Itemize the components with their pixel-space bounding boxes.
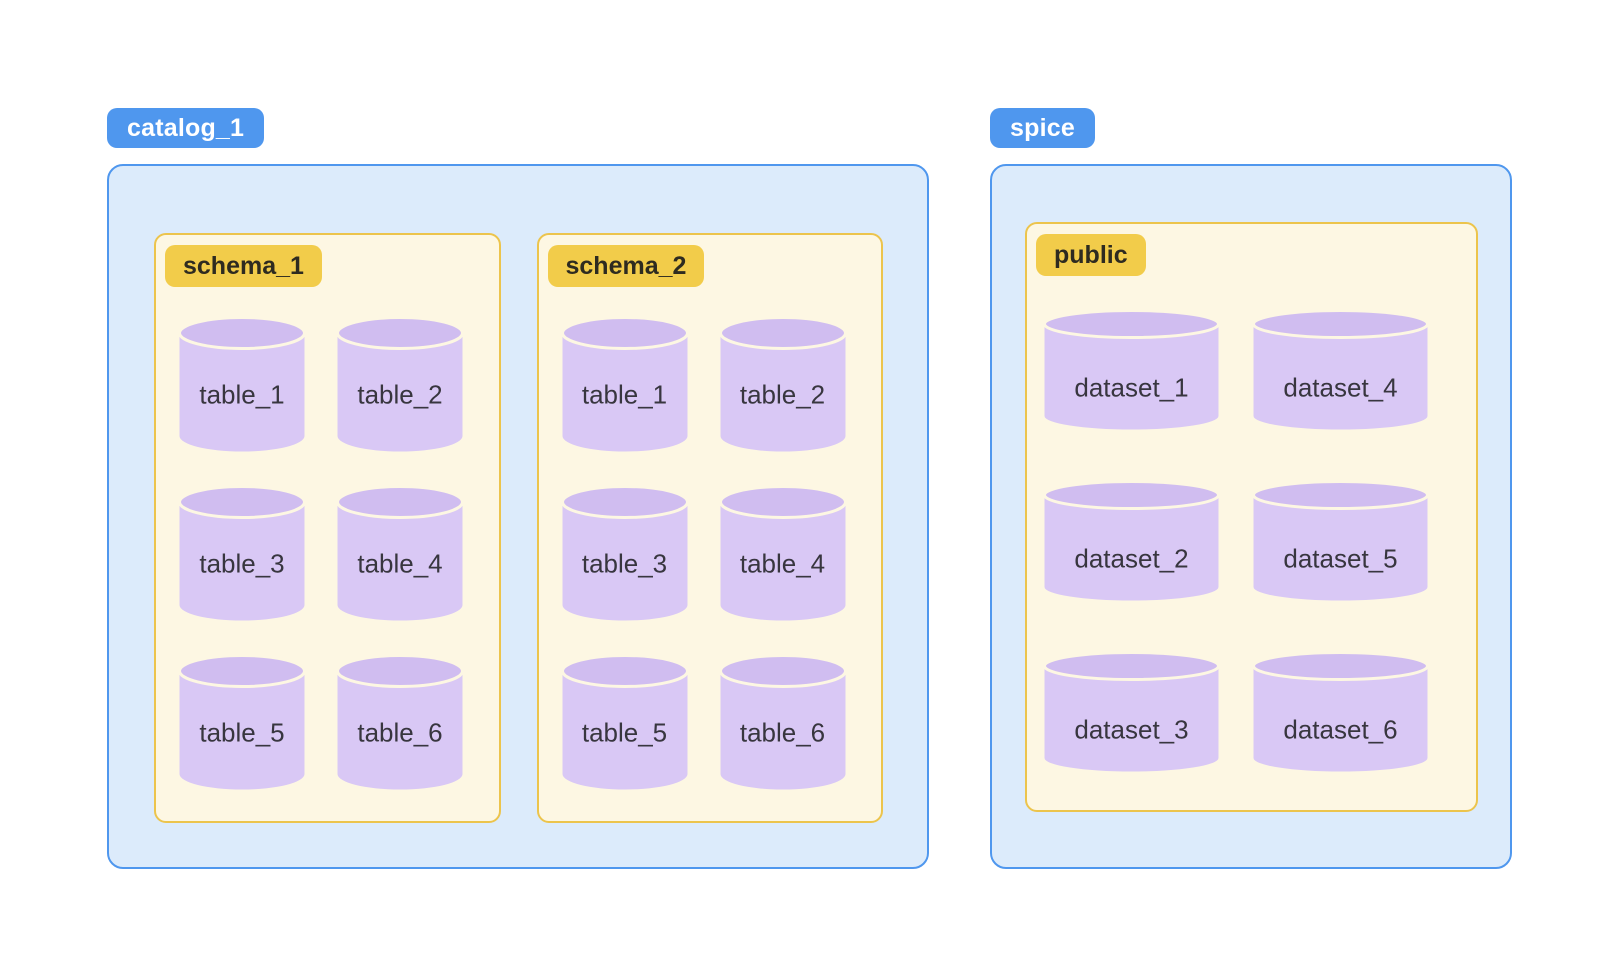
table-name: table_3 — [199, 548, 285, 579]
table-name: table_2 — [357, 379, 443, 410]
schema-1-box: schema_1 table_1 table_2 — [154, 233, 501, 823]
dataset-cylinder: dataset_1 — [1043, 309, 1220, 433]
database-cylinder-icon — [1252, 309, 1429, 430]
table-cylinder: table_6 — [718, 655, 847, 791]
catalog-1-container: schema_1 table_1 table_2 — [107, 164, 929, 869]
table-cylinder: table_5 — [560, 655, 689, 791]
dataset-name: dataset_5 — [1283, 543, 1398, 574]
database-cylinder-icon — [178, 317, 306, 452]
dataset-name: dataset_3 — [1074, 714, 1189, 745]
table-cylinder: table_2 — [718, 317, 847, 453]
dataset-name: dataset_4 — [1283, 372, 1398, 403]
database-cylinder-icon — [560, 486, 689, 621]
table-cylinder: table_4 — [336, 486, 464, 622]
table-cylinder: table_5 — [178, 655, 306, 791]
table-cylinder: table_1 — [178, 317, 306, 453]
dataset-cylinder: dataset_4 — [1252, 309, 1429, 433]
database-cylinder-icon — [336, 317, 464, 452]
database-cylinder-icon — [1252, 480, 1429, 601]
table-name: table_1 — [199, 379, 285, 410]
table-name: table_2 — [739, 379, 826, 410]
group-label-catalog-1: catalog_1 — [107, 108, 265, 148]
table-cylinder: table_3 — [178, 486, 306, 622]
database-cylinder-icon — [560, 317, 689, 452]
dataset-name: dataset_2 — [1074, 543, 1189, 574]
database-cylinder-icon — [1043, 309, 1220, 430]
table-name: table_5 — [581, 717, 668, 748]
database-cylinder-icon — [1043, 651, 1220, 772]
schema-1-label: schema_1 — [165, 245, 322, 287]
schema-1-table-grid: table_1 table_2 table_3 — [178, 317, 499, 791]
table-name: table_6 — [357, 717, 443, 748]
table-cylinder: table_6 — [336, 655, 464, 791]
database-cylinder-icon — [178, 486, 306, 621]
table-name: table_4 — [357, 548, 443, 579]
dataset-name: dataset_1 — [1074, 372, 1189, 403]
table-cylinder: table_3 — [560, 486, 689, 622]
table-name: table_4 — [739, 548, 826, 579]
schema-2-table-grid: table_1 table_2 table_3 — [560, 317, 882, 791]
database-cylinder-icon — [718, 317, 847, 452]
spice-container: public dataset_1 dataset_2 — [990, 164, 1512, 869]
schema-2-label: schema_2 — [547, 245, 705, 287]
database-cylinder-icon — [1043, 480, 1220, 601]
dataset-name: dataset_6 — [1283, 714, 1398, 745]
table-name: table_3 — [581, 548, 668, 579]
database-cylinder-icon — [718, 486, 847, 621]
database-cylinder-icon — [336, 655, 464, 790]
public-dataset-grid: dataset_1 dataset_2 dataset_3 — [1043, 309, 1476, 775]
table-cylinder: table_2 — [336, 317, 464, 453]
database-cylinder-icon — [560, 655, 689, 790]
table-cylinder: table_4 — [718, 486, 847, 622]
database-cylinder-icon — [1252, 651, 1429, 772]
public-box: public dataset_1 dataset_2 — [1025, 222, 1478, 812]
table-name: table_6 — [739, 717, 826, 748]
table-name: table_1 — [581, 379, 668, 410]
database-cylinder-icon — [336, 486, 464, 621]
database-cylinder-icon — [718, 655, 847, 790]
dataset-cylinder: dataset_5 — [1252, 480, 1429, 604]
table-name: table_5 — [199, 717, 285, 748]
dataset-cylinder: dataset_2 — [1043, 480, 1220, 604]
group-label-spice: spice — [990, 108, 1095, 148]
dataset-cylinder: dataset_6 — [1252, 651, 1429, 775]
table-cylinder: table_1 — [560, 317, 689, 453]
public-label: public — [1036, 234, 1146, 276]
database-cylinder-icon — [178, 655, 306, 790]
schema-2-box: schema_2 table_1 table_2 — [536, 233, 883, 823]
dataset-cylinder: dataset_3 — [1043, 651, 1220, 775]
